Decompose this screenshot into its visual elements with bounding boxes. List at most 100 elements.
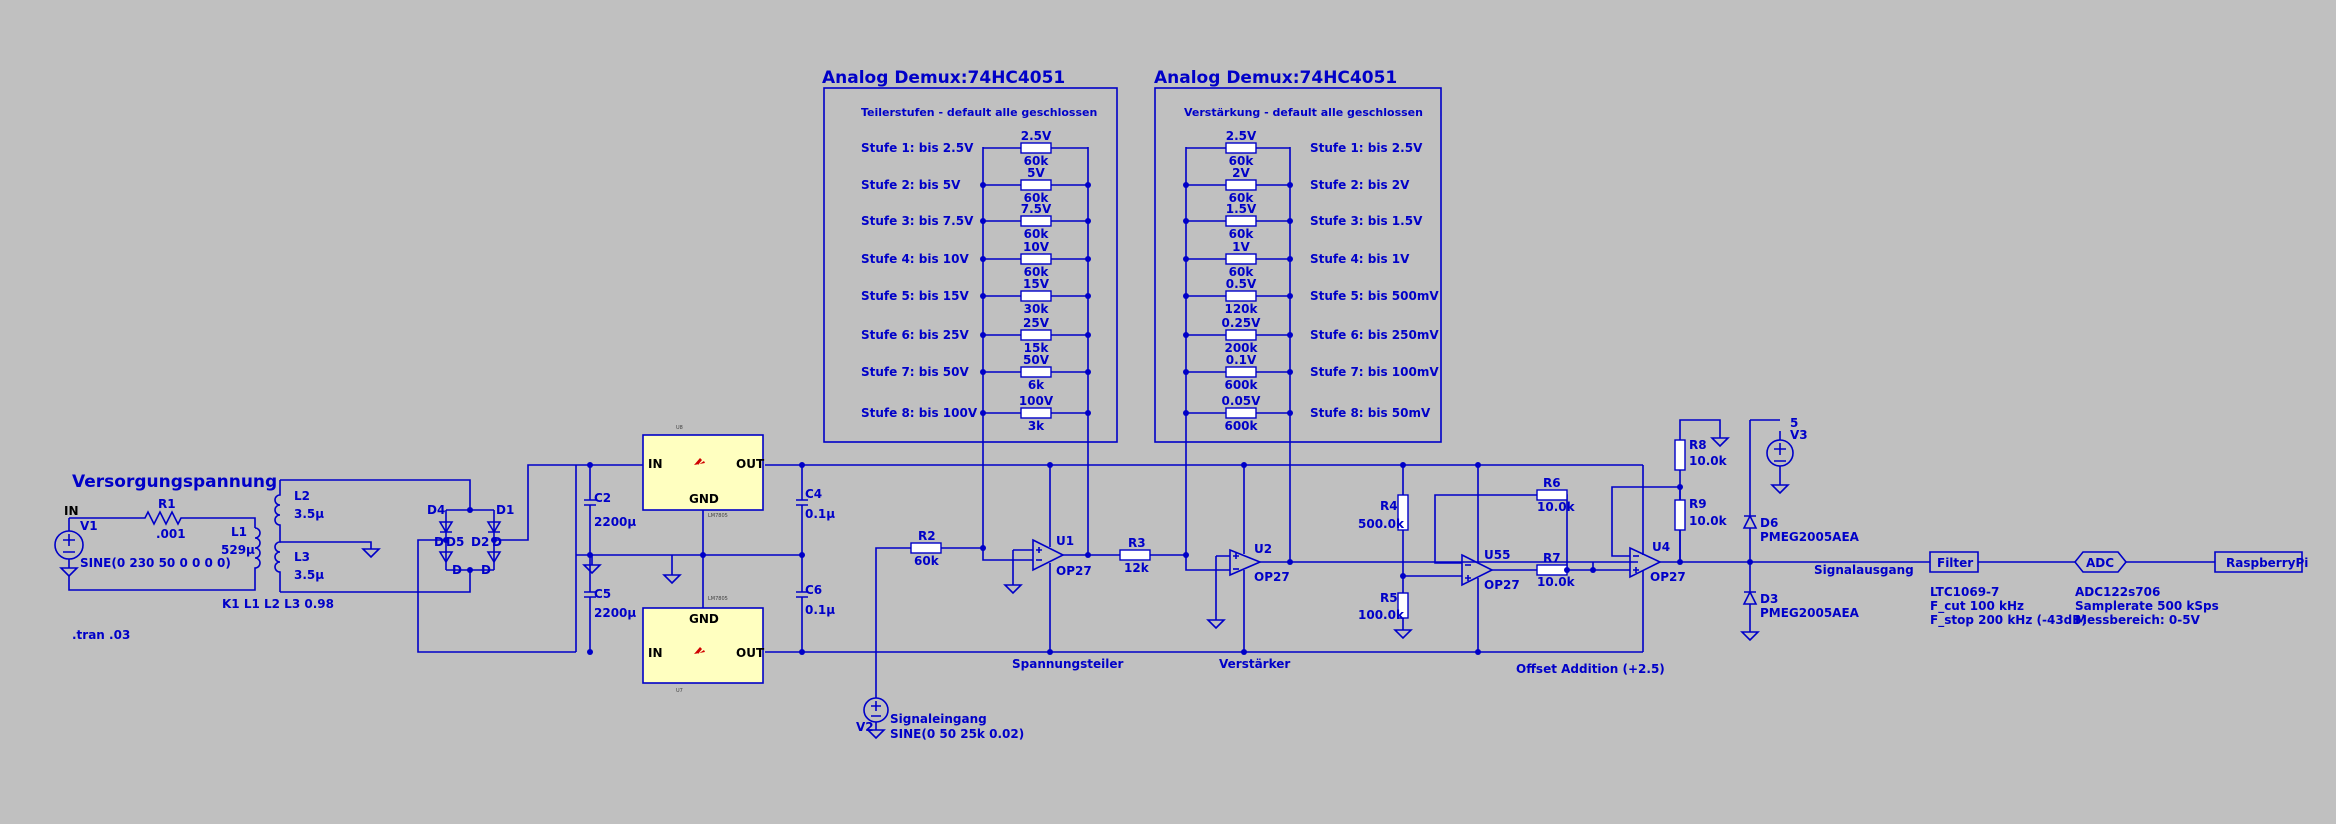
- regulator-section: IN OUT GND U8 LM7805 GND IN OUT U7 LM780…: [575, 425, 1643, 694]
- demux2-stage-top-value: 2.5V: [1226, 129, 1257, 143]
- demux1-frame: [823, 87, 1118, 443]
- node-u2-inv: [1183, 552, 1189, 558]
- bridge-upper-diodes: [438, 521, 502, 534]
- adc-note-3: Messbereich: 0-5V: [2075, 613, 2201, 627]
- demux1-stage-top-value: 2.5V: [1021, 129, 1052, 143]
- demux2-frame: [1154, 87, 1442, 443]
- demux1-stage-bottom-value: 3k: [1028, 419, 1045, 433]
- coupling-directive: K1 L1 L2 L3 0.98: [222, 597, 334, 611]
- demux1-stage-node-left: [980, 369, 986, 375]
- v2-name: Signaleingang: [890, 712, 987, 726]
- demux2-stage-bottom-value: 60k: [1229, 154, 1255, 168]
- r3-resistor: [1119, 549, 1151, 561]
- demux2-stage-label: Stufe 2: bis 2V: [1310, 178, 1410, 192]
- c6-label: C6: [805, 583, 822, 597]
- demux1-stage-node-right: [1085, 332, 1091, 338]
- demux2-stage-label: Stufe 6: bis 250mV: [1310, 328, 1439, 342]
- node-u55-vminus: [1475, 649, 1481, 655]
- demux2-stage-resistor: [1225, 179, 1257, 191]
- demux1-subtitle: Teilerstufen - default alle geschlossen: [861, 106, 1097, 119]
- tran-directive: .tran .03: [72, 628, 130, 642]
- demux1-stage-label: Stufe 5: bis 15V: [861, 289, 970, 303]
- regulator-ground-mid: [662, 555, 682, 585]
- rpi-label: RaspberryPi: [2226, 556, 2308, 570]
- demux2-stage-resistor: [1225, 253, 1257, 265]
- reg-top-part: LM7805: [708, 513, 728, 519]
- reg-bottom-tag: U7: [676, 688, 683, 694]
- regulator-bottom: [642, 607, 764, 684]
- r2-to-u1-wire: [941, 438, 1033, 561]
- v3-label: V3: [1790, 428, 1808, 442]
- v1-label: V1: [80, 519, 98, 533]
- r2-resistor: [910, 542, 942, 554]
- v1-source-pm: [63, 534, 75, 553]
- r7-resistor: [1536, 564, 1568, 576]
- v2-value: SINE(0 50 25k 0.02): [890, 727, 1024, 741]
- r6-resistor: [1536, 489, 1568, 501]
- l2-l3-coils: [274, 480, 281, 592]
- demux2-stage-bottom-value: 60k: [1229, 227, 1255, 241]
- u2-ground: [1206, 555, 1230, 630]
- demux2-stage-top-value: 2V: [1232, 166, 1250, 180]
- c2-label: C2: [594, 491, 611, 505]
- filter-note-2: F_cut 100 kHz: [1930, 599, 2024, 614]
- demux1-stage-bottom-value: 15k: [1024, 341, 1050, 355]
- reg-top-tag: U8: [676, 425, 683, 431]
- d4-label: D4: [427, 503, 445, 517]
- demux1-stage-resistor: [1020, 407, 1052, 419]
- d5-label: D5: [446, 535, 464, 549]
- supply-section: Versorgungspannung IN V1 SINE(0 230 50 0…: [54, 464, 576, 653]
- output-chain: Filter ADC RaspberryPi LTC1069-7 F_cut 1…: [1929, 551, 2308, 628]
- bridge-output-wires: [417, 464, 576, 653]
- demux1-stage-node-left: [980, 218, 986, 224]
- r4-resistor: [1397, 494, 1409, 531]
- u4-plus: [1633, 567, 1639, 573]
- demux1-stage-node-left: [980, 256, 986, 262]
- reg-bottom-gnd: GND: [689, 612, 719, 626]
- c4-label: C4: [805, 487, 822, 501]
- d6-part: PMEG2005AEA: [1760, 530, 1860, 544]
- v2-label: V2: [856, 720, 874, 734]
- demux2-stage-bottom-value: 600k: [1224, 378, 1258, 392]
- demux2-stage-top-value: 0.05V: [1222, 394, 1262, 408]
- demux2-stage-label: Stufe 5: bis 500mV: [1310, 289, 1439, 303]
- demux2-stage-resistor: [1225, 215, 1257, 227]
- r4-value: 500.0k: [1358, 517, 1405, 531]
- node-c6-bot: [799, 649, 805, 655]
- r9-resistor: [1674, 499, 1686, 531]
- demux2-stage-resistor: [1225, 329, 1257, 341]
- demux2-stage-resistor: [1225, 142, 1257, 154]
- demux1-stage-top-value: 25V: [1023, 316, 1050, 330]
- node-c4-top: [799, 462, 805, 468]
- adc-note-2: Samplerate 500 kSps: [2075, 599, 2219, 613]
- regulator-top: [642, 434, 764, 511]
- u2-label: U2: [1254, 542, 1272, 556]
- rpi-block: [2214, 551, 2303, 573]
- demux1-stage-node-right: [1085, 293, 1091, 299]
- d6-label: D6: [1760, 516, 1778, 530]
- demux1-stage-bottom-value: 60k: [1024, 227, 1050, 241]
- demux1-stage-resistor: [1020, 215, 1052, 227]
- v2-wires: [866, 547, 911, 740]
- v3-value: 5: [1790, 416, 1798, 430]
- demux2-stage-node-right: [1287, 410, 1293, 416]
- cap-c2: [584, 465, 596, 555]
- r4-label: R4: [1380, 499, 1398, 513]
- r1-label: R1: [158, 497, 176, 511]
- filter-label: Filter: [1937, 556, 1973, 570]
- bridge-node-right: [491, 537, 497, 543]
- l3-label: L3: [294, 550, 310, 564]
- demux2-stage-label: Stufe 3: bis 1.5V: [1310, 214, 1423, 228]
- demux2-stage-bottom-value: 600k: [1224, 419, 1258, 433]
- node-u1-vplus: [1047, 462, 1053, 468]
- l1-label: L1: [231, 525, 247, 539]
- demux2-rails: [1185, 147, 1291, 560]
- reg-bottom-logo: [694, 647, 705, 654]
